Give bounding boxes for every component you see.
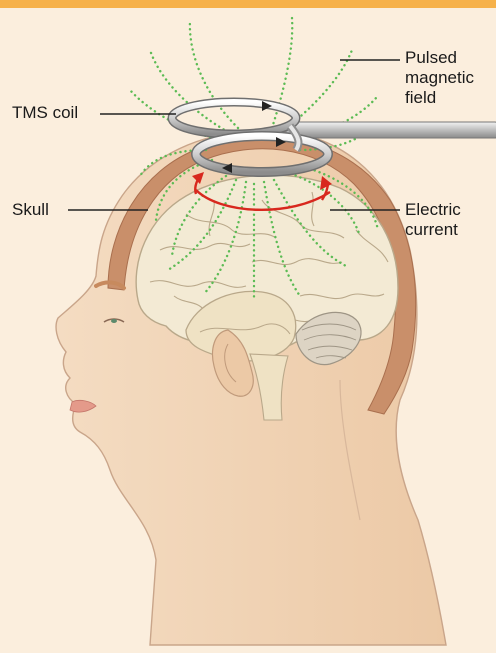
- coil-handle: [286, 122, 496, 138]
- label-skull: Skull: [12, 200, 49, 220]
- label-pulsed-magnetic-field: Pulsed magnetic field: [405, 48, 493, 108]
- label-electric-current: Electric current: [405, 200, 493, 240]
- label-tms-coil: TMS coil: [12, 103, 78, 123]
